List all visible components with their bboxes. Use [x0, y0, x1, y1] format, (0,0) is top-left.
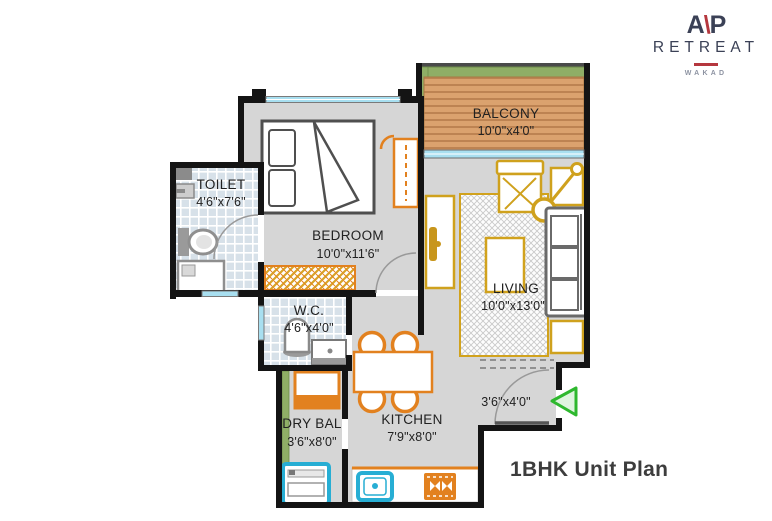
toilet-shelf — [176, 168, 192, 180]
wc-label: W.C. — [294, 303, 324, 318]
side-table-upper — [549, 166, 585, 207]
monogram-p: P — [709, 11, 727, 39]
armchair — [495, 159, 545, 214]
entry-arrow-icon — [550, 386, 578, 417]
room-labels: BALCONY 10'0"x4'0" TOILET 4'6"x7'6" BEDR… — [196, 106, 545, 449]
pillow — [268, 129, 296, 167]
brand-divider — [694, 63, 718, 67]
balcony-green-edge — [419, 66, 589, 78]
brand-logo: A\P RETREAT WAKAD — [646, 12, 766, 77]
living-furniture — [424, 159, 590, 357]
brand-monogram: A\P — [646, 12, 766, 38]
brand-name: RETREAT — [652, 39, 760, 57]
brand-location: WAKAD — [684, 70, 728, 78]
dry-balcony-dims: 3'6"x8'0" — [287, 435, 337, 449]
kitchen-label: KITCHEN — [381, 412, 442, 427]
balcony-label: BALCONY — [473, 106, 540, 121]
overhead-lines — [480, 359, 554, 369]
wc-dims: 4'6"x4'0" — [284, 321, 334, 335]
dry-balcony-label: DRY BAL — [282, 416, 342, 431]
coffee-table — [484, 236, 526, 294]
monogram-a: A — [686, 11, 705, 39]
entry-door-swing — [494, 369, 550, 425]
living-dims: 10'0"x13'0" — [481, 299, 545, 313]
balcony-top-edge — [416, 63, 590, 67]
washing-machine — [281, 462, 331, 506]
sofa — [544, 206, 590, 318]
entry-dims: 3'6"x4'0" — [481, 395, 531, 409]
toilet-label: TOILET — [197, 177, 246, 192]
kitchen-sink — [356, 471, 394, 502]
balcony-dims: 10'0"x4'0" — [478, 124, 535, 138]
plan-title: 1BHK Unit Plan — [510, 458, 669, 481]
walls — [170, 63, 590, 508]
bedroom-label: BEDROOM — [312, 228, 384, 243]
side-table-lower — [549, 319, 585, 355]
pillow — [268, 169, 296, 207]
monogram-slash: \ — [703, 11, 711, 39]
kitchen-dims: 7'9"x8'0" — [387, 430, 437, 444]
bedroom-dims: 10'0"x11'6" — [317, 247, 380, 261]
toilet-door-swing — [213, 214, 259, 260]
toilet-fixtures — [175, 168, 226, 295]
wc-window — [258, 305, 265, 341]
toilet-dims: 4'6"x7'6" — [196, 195, 246, 209]
stove — [424, 473, 456, 500]
balcony-deck — [423, 76, 585, 151]
kitchen-counter — [351, 466, 479, 503]
windows — [201, 96, 585, 341]
furniture — [175, 119, 590, 506]
living-label: LIVING — [493, 281, 539, 296]
toilet-window — [201, 290, 239, 297]
wc-fixtures — [283, 317, 347, 365]
bed — [260, 119, 376, 215]
wash-platform — [293, 370, 341, 410]
dresser — [264, 265, 356, 291]
dining-set — [352, 330, 434, 414]
blanket-fold — [312, 121, 360, 214]
bedroom-door-swing — [375, 252, 417, 294]
tv — [429, 227, 437, 261]
doors — [213, 214, 550, 425]
toilet-tank — [178, 228, 189, 256]
wc-pot — [283, 317, 311, 354]
dining-table — [352, 350, 434, 394]
